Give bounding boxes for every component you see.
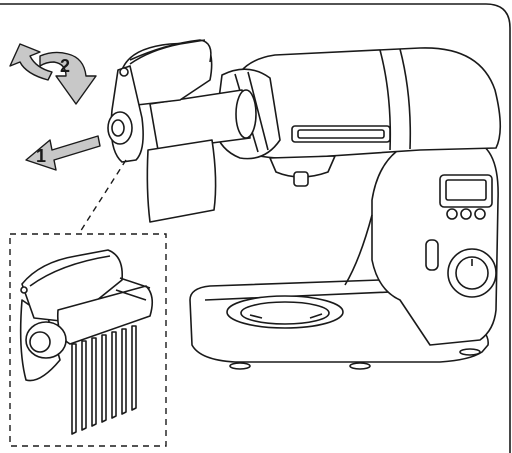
panel-frame bbox=[0, 3, 511, 453]
bowl-seat-inner bbox=[240, 301, 330, 325]
mixer-head-band bbox=[399, 48, 412, 150]
mixer-foot bbox=[229, 362, 251, 370]
mixer-display-screen bbox=[445, 179, 487, 201]
noodle-strand bbox=[121, 328, 127, 415]
rotate-arrow-icon bbox=[9, 43, 97, 105]
noodle-strand bbox=[91, 337, 97, 427]
arrow-left-icon bbox=[25, 135, 101, 171]
detail-roller-top bbox=[21, 249, 124, 323]
detail-pivot bbox=[20, 286, 28, 294]
pasta-attachment bbox=[107, 39, 257, 223]
mixer-button bbox=[474, 208, 486, 220]
noodle-strand bbox=[101, 334, 107, 423]
attachment-tube bbox=[149, 89, 251, 151]
beater-shaft bbox=[293, 171, 309, 187]
mixer-arm-curve bbox=[344, 214, 373, 286]
dough-sheet bbox=[146, 139, 217, 223]
mixer-foot bbox=[459, 348, 481, 356]
detail-cutter-rim bbox=[115, 277, 151, 301]
noodle-strands bbox=[71, 325, 137, 435]
step-2-label: 2 bbox=[60, 56, 70, 76]
detail-roller-curve bbox=[29, 255, 111, 287]
detail-box bbox=[9, 233, 167, 447]
mixer-foot bbox=[349, 362, 371, 370]
roller-pivot bbox=[119, 67, 129, 77]
mixer-head-grille-inner bbox=[297, 129, 385, 139]
bowl-seat-notch bbox=[249, 313, 323, 319]
noodle-strand bbox=[131, 325, 137, 411]
stand-mixer bbox=[189, 47, 502, 370]
callout-leader bbox=[79, 159, 127, 233]
noodle-strand bbox=[81, 340, 87, 431]
roller-knob-cap bbox=[111, 119, 125, 137]
cutter-detail bbox=[19, 249, 154, 435]
attachment-tube-end bbox=[235, 89, 257, 139]
mixer-side-slot bbox=[425, 239, 439, 271]
mixer-button bbox=[460, 208, 472, 220]
mixer-button bbox=[446, 208, 458, 220]
noodle-strand bbox=[71, 343, 77, 435]
dough-sheet-top bbox=[129, 39, 206, 65]
detail-knob-face bbox=[29, 331, 51, 353]
mixer-knob bbox=[455, 256, 489, 290]
step-1-label: 1 bbox=[36, 146, 46, 166]
noodle-strand bbox=[111, 331, 117, 419]
